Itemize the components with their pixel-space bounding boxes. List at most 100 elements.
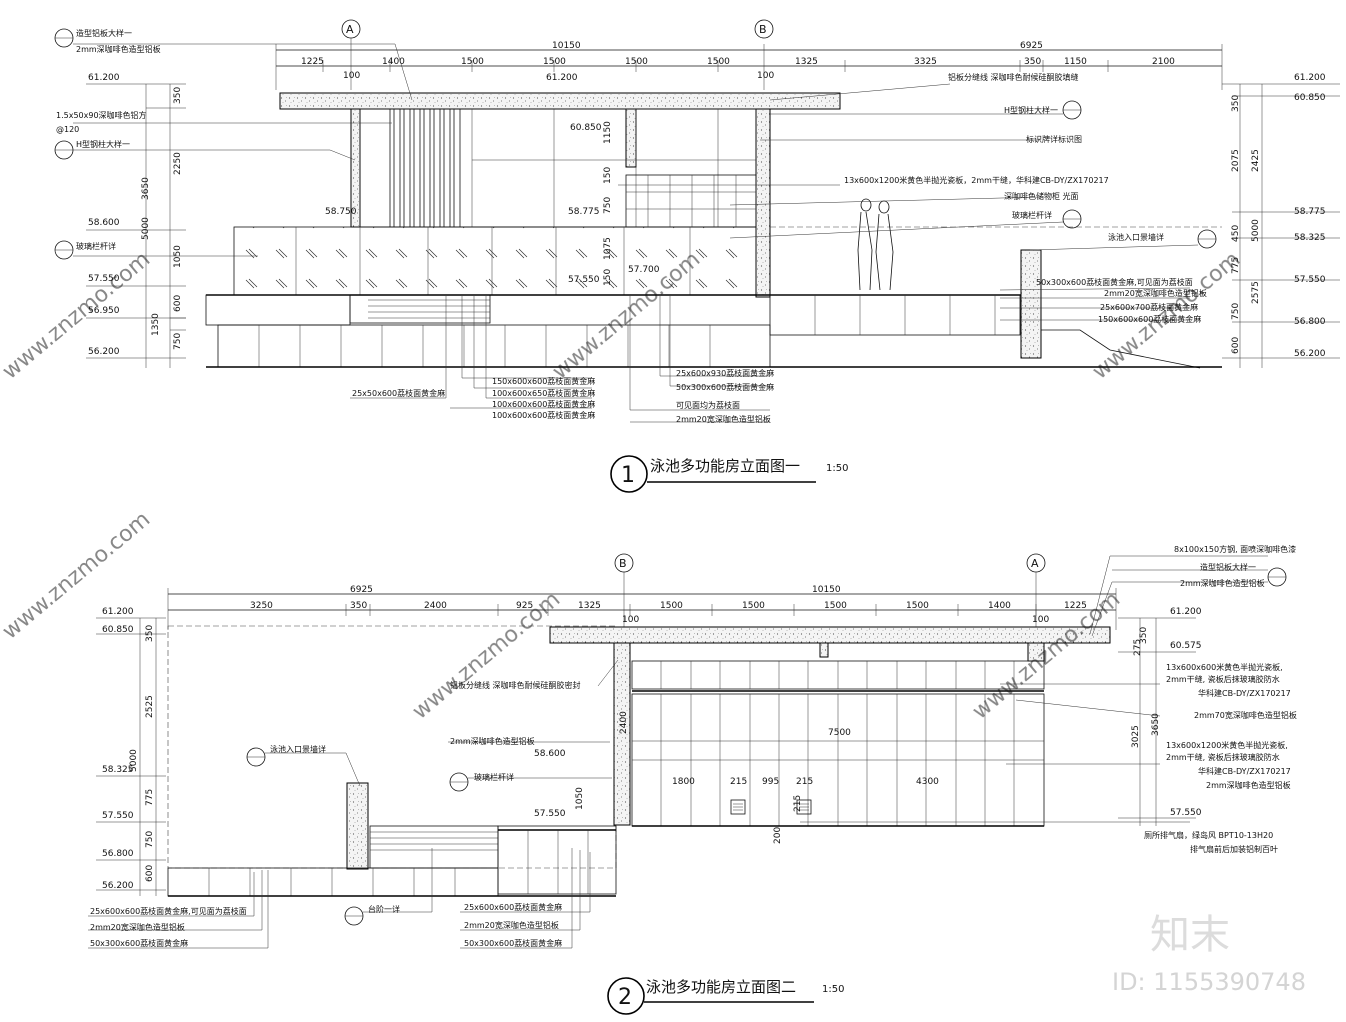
dim2-7: 1500 bbox=[742, 601, 765, 611]
level-right-2: 60.850 bbox=[1294, 93, 1326, 103]
note2-r-2: 2mm干缝, 瓷板后抹玻璃胶防水 bbox=[1166, 674, 1280, 684]
dim2-4: 925 bbox=[516, 601, 533, 611]
elevation-1: 10150 6925 1225 1400 1500 1500 1500 1500… bbox=[54, 19, 1340, 493]
level2-right-3: 57.550 bbox=[1170, 808, 1202, 818]
note-r-9: 2mm20宽深咖啡色造型铝板 bbox=[1104, 288, 1207, 298]
watermark: 知末 ID: 1155390748 www.znzmo.com www.znzm… bbox=[0, 247, 1306, 996]
level-left-4: 56.950 bbox=[88, 306, 120, 316]
vdim-mid-2: 150 bbox=[603, 167, 613, 184]
level-right-5: 57.550 bbox=[1294, 275, 1326, 285]
dim2-small-1: 100 bbox=[622, 615, 639, 625]
level-right-3: 58.775 bbox=[1294, 207, 1326, 217]
note-r-6: 玻璃栏杆详 bbox=[1012, 210, 1052, 220]
note2-b-4: 台阶一详 bbox=[368, 904, 400, 914]
note-l-3: 1.5x50x90深咖啡色铝方 bbox=[56, 110, 147, 120]
dim2-1: 3250 bbox=[250, 601, 273, 611]
level2-left-6: 56.200 bbox=[102, 881, 134, 891]
dim2-6: 1500 bbox=[660, 601, 683, 611]
svg-text:A: A bbox=[346, 23, 354, 36]
vdim2-right-1: 275 bbox=[1133, 639, 1143, 656]
level2-mid-1: 58.600 bbox=[534, 749, 566, 759]
idim-9: 1050 bbox=[575, 787, 585, 810]
level-mid-3: 58.750 bbox=[325, 207, 357, 217]
note-r-7: 泳池入口景墙详 bbox=[1108, 232, 1164, 242]
note-b-7: 50x300x600荔枝面黄金麻 bbox=[676, 382, 774, 392]
level2-mid-2: 57.550 bbox=[534, 809, 566, 819]
note-r-3: 标识牌详标识图 bbox=[1026, 134, 1082, 144]
note-r-8: 50x300x600荔枝面黄金麻,可见面为荔枝面 bbox=[1036, 277, 1193, 287]
note2-t-2: 造型铝板大样一 bbox=[1200, 562, 1256, 572]
svg-text:A: A bbox=[1031, 557, 1039, 570]
note2-b-3: 50x300x600荔枝面黄金麻 bbox=[90, 938, 188, 948]
axis-bubble-b: B bbox=[754, 19, 774, 39]
watermark-id: ID: 1155390748 bbox=[1112, 968, 1306, 996]
dim-5: 1500 bbox=[625, 57, 648, 67]
svg-text:2: 2 bbox=[618, 985, 632, 1010]
level-left-3: 57.550 bbox=[88, 274, 120, 284]
level-right-1: 61.200 bbox=[1294, 73, 1326, 83]
note2-r-9: 厕所排气扇，绿岛风 BPT10-13H20 bbox=[1144, 830, 1273, 840]
dim-7: 1325 bbox=[795, 57, 818, 67]
note-l-2: 2mm深咖啡色造型铝板 bbox=[76, 44, 161, 54]
level-mid-5: 57.550 bbox=[568, 275, 600, 285]
idim-8: 200 bbox=[773, 827, 783, 844]
note2-t-3: 2mm深咖啡色造型铝板 bbox=[1180, 578, 1265, 588]
vdim-right-2: 2075 bbox=[1231, 149, 1241, 172]
level-left-5: 56.200 bbox=[88, 347, 120, 357]
level2-left-2: 60.850 bbox=[102, 625, 134, 635]
vdim2-left-1: 350 bbox=[145, 625, 155, 642]
level-mid-2: 60.850 bbox=[570, 123, 602, 133]
level2-left-4: 57.550 bbox=[102, 811, 134, 821]
vdim2-left-3: 5000 bbox=[129, 749, 139, 772]
note2-b-1: 25x600x600荔枝面黄金麻,可见面为荔枝面 bbox=[90, 906, 247, 916]
note-r-1: 铝板分缝线 深咖啡色耐候硅酮胶填缝 bbox=[948, 72, 1079, 82]
vdim-right-6: 775 bbox=[1231, 257, 1241, 274]
vdim2-right-3: 3650 bbox=[1151, 713, 1161, 736]
vdim-left-5: 1050 bbox=[173, 245, 183, 268]
note-b-2: 150x600x600荔枝面黄金麻 bbox=[492, 376, 595, 386]
detail-bubble-1b bbox=[1062, 209, 1082, 229]
note-l-1: 造型铝板大样一 bbox=[76, 28, 132, 38]
svg-text:1: 1 bbox=[621, 463, 635, 488]
elevation-2-title-text: 泳池多功能房立面图二 bbox=[646, 978, 796, 996]
level-mid-1: 61.200 bbox=[546, 73, 578, 83]
detail2-bubble-1a bbox=[246, 747, 266, 767]
note-r-2: H型钢柱大样一 bbox=[1004, 105, 1058, 115]
dim2-5: 1325 bbox=[578, 601, 601, 611]
dim-8: 3325 bbox=[914, 57, 937, 67]
level-right-7: 56.200 bbox=[1294, 349, 1326, 359]
dim-small-2: 100 bbox=[757, 71, 774, 81]
human-figures bbox=[857, 198, 894, 291]
vdim-right-7: 2575 bbox=[1251, 281, 1261, 304]
note2-r-8: 2mm深咖啡色造型铝板 bbox=[1206, 780, 1291, 790]
dim2-10: 1400 bbox=[988, 601, 1011, 611]
dim2-total-1: 6925 bbox=[350, 585, 373, 595]
elevation-1-title: 1 泳池多功能房立面图一 1:50 bbox=[610, 455, 848, 493]
note-b-1: 25x50x600荔枝面黄金麻 bbox=[352, 388, 445, 398]
detail-bubble-4 bbox=[54, 140, 74, 160]
level2-right-1: 61.200 bbox=[1170, 607, 1202, 617]
vdim-right-1: 350 bbox=[1231, 95, 1241, 112]
note2-t-1: 8x100x150方钢, 面喷深咖啡色漆 bbox=[1174, 544, 1296, 554]
vdim-mid-5: 150 bbox=[603, 269, 613, 286]
level2-left-5: 56.800 bbox=[102, 849, 134, 859]
dim2-total-2: 10150 bbox=[812, 585, 841, 595]
vdim-left-7: 1350 bbox=[151, 313, 161, 336]
level-right-4: 58.325 bbox=[1294, 233, 1326, 243]
watermark-brand: 知末 bbox=[1150, 912, 1230, 958]
vdim-mid-4: 1075 bbox=[603, 237, 613, 260]
vdim-left-2: 2250 bbox=[173, 152, 183, 175]
dim-6: 1500 bbox=[707, 57, 730, 67]
elevation-1-scale: 1:50 bbox=[826, 463, 848, 474]
watermark-site-4: www.znzmo.com bbox=[0, 507, 155, 645]
dim-total-2: 6925 bbox=[1020, 41, 1043, 51]
dim-11: 2100 bbox=[1152, 57, 1175, 67]
detail-bubble-2 bbox=[54, 28, 74, 48]
vdim-right-4: 450 bbox=[1231, 225, 1241, 242]
note-l-4: @120 bbox=[56, 125, 79, 134]
note2-l-3: 泳池入口景墙详 bbox=[270, 744, 326, 754]
note2-r-4: 2mm70宽深咖啡色造型铝板 bbox=[1194, 710, 1297, 720]
vdim-mid-3: 750 bbox=[603, 197, 613, 214]
level-mid-6: 57.700 bbox=[628, 265, 660, 275]
